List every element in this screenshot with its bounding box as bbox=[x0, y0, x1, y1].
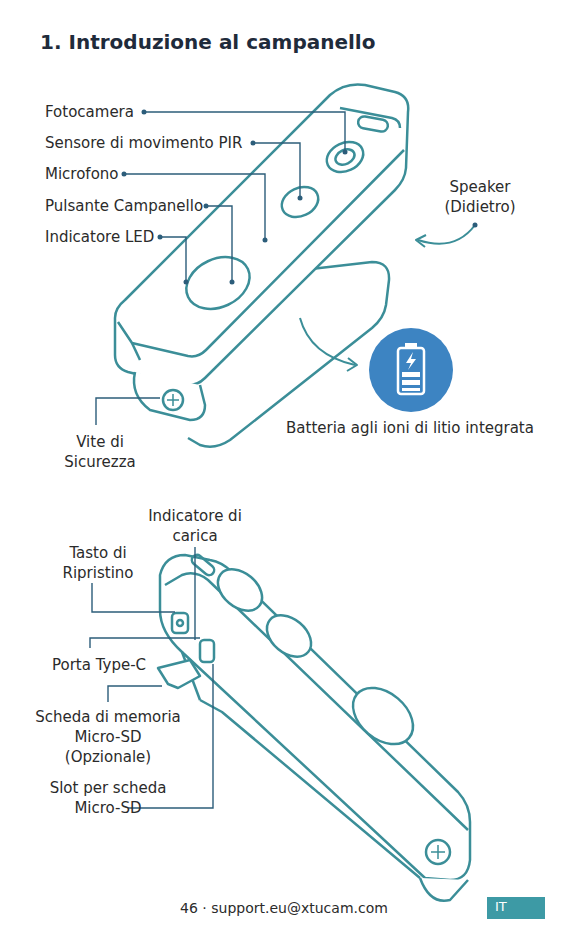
part-label: Fotocamera bbox=[45, 102, 134, 122]
part-label: Batteria agli ioni di litio integrata bbox=[285, 418, 535, 438]
part-label: Slot per scheda Micro-SD bbox=[38, 778, 178, 818]
part-label: Tasto di Ripristino bbox=[46, 543, 150, 583]
part-label: Microfono bbox=[45, 164, 119, 184]
part-label: Indicatore di carica bbox=[133, 506, 257, 546]
page-footer: 46 · support.eu@xtucam.com bbox=[124, 898, 444, 918]
part-label: Speaker (Didietro) bbox=[434, 177, 526, 217]
part-label: Pulsante Campanello bbox=[45, 196, 203, 216]
page-title: 1. Introduzione al campanello bbox=[40, 30, 375, 54]
part-label: Scheda di memoria Micro-SD (Opzionale) bbox=[35, 707, 181, 767]
part-label: Indicatore LED bbox=[45, 227, 154, 247]
language-tab: IT bbox=[487, 897, 545, 919]
part-label: Vite di Sicurezza bbox=[45, 432, 155, 472]
tab-text: IT bbox=[495, 899, 507, 914]
part-label: Porta Type-C bbox=[52, 655, 146, 675]
part-label: Sensore di movimento PIR bbox=[45, 133, 242, 153]
